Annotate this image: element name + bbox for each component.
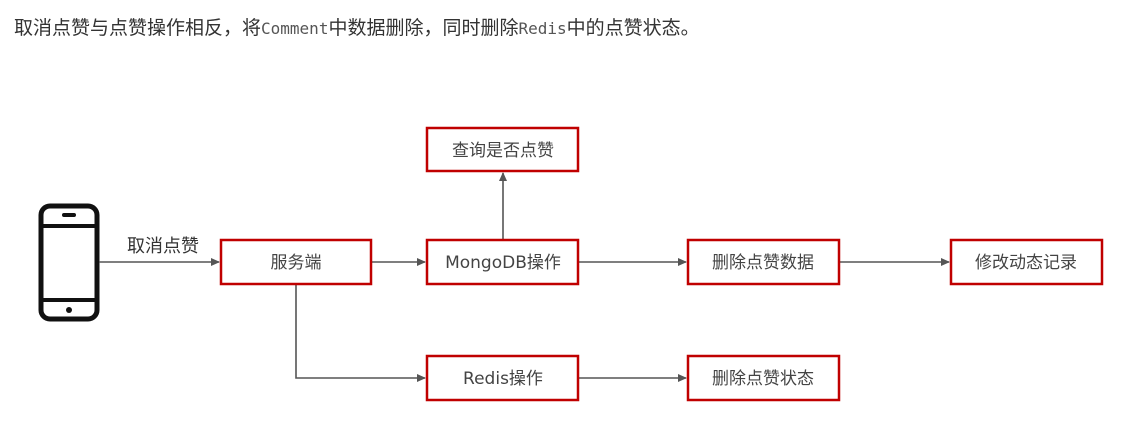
node-mongo-label: MongoDB操作 — [445, 253, 561, 273]
intro-code-comment: Comment — [261, 19, 329, 38]
node-modify-record-label: 修改动态记录 — [975, 253, 1077, 273]
node-server-label: 服务端 — [271, 253, 322, 273]
edge-label-cancel-like: 取消点赞 — [127, 236, 199, 257]
intro-part-3: 中的点赞状态。 — [566, 17, 700, 39]
intro-text: 取消点赞与点赞操作相反，将Comment中数据删除，同时删除Redis中的点赞状… — [14, 12, 700, 44]
node-redis-label: Redis操作 — [463, 369, 543, 389]
node-modify-record: 修改动态记录 — [949, 238, 1104, 286]
node-delete-state-label: 删除点赞状态 — [712, 369, 814, 389]
node-delete-data-label: 删除点赞数据 — [712, 253, 814, 273]
node-server: 服务端 — [219, 238, 373, 286]
intro-part-2: 中数据删除，同时删除 — [328, 17, 519, 39]
node-delete-state: 删除点赞状态 — [686, 354, 841, 402]
edge-server-to-redis — [295, 285, 426, 382]
node-query: 查询是否点赞 — [425, 126, 580, 173]
node-delete-data: 删除点赞数据 — [686, 238, 841, 286]
intro-part-1: 取消点赞与点赞操作相反，将 — [14, 17, 262, 39]
node-redis: Redis操作 — [425, 354, 580, 402]
smartphone-icon — [38, 203, 100, 322]
node-query-label: 查询是否点赞 — [452, 141, 554, 161]
node-mongo: MongoDB操作 — [425, 238, 580, 286]
intro-code-redis: Redis — [518, 19, 567, 38]
